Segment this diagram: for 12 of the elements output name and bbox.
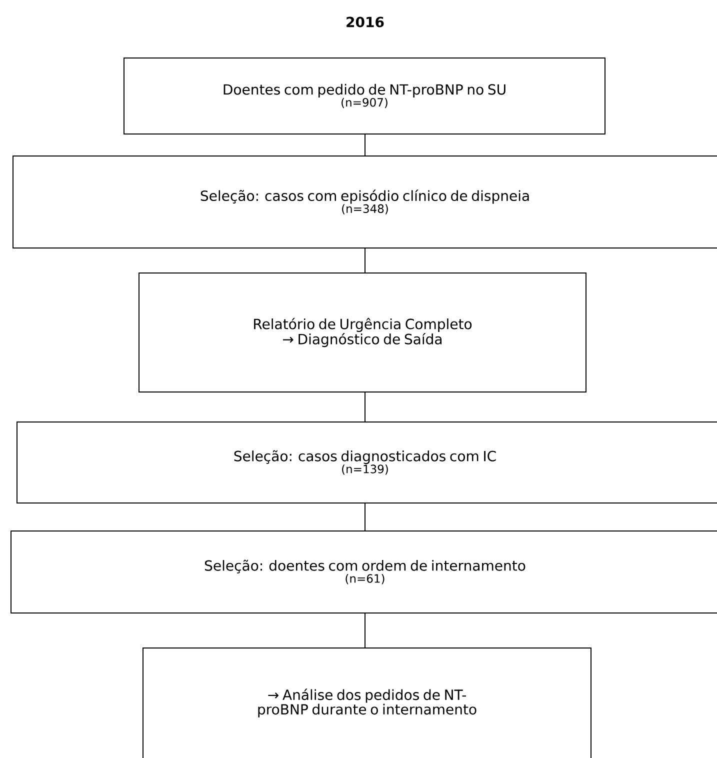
process-box: → Análise dos pedidos de NT-proBNP durante o internamento: [142, 648, 592, 758]
connector-line: [364, 248, 366, 273]
process-box: Seleção: casos com episódio clínico de dispneia (n=348): [12, 156, 717, 248]
process-box: Seleção: doentes com ordem de internamento (n=61): [10, 530, 717, 614]
process-box: Seleção: casos diagnosticados com IC (n=139): [16, 422, 717, 504]
process-box: Relatório de Urgência Completo → Diagnóstico de Saída: [138, 272, 586, 392]
connector-line: [364, 613, 366, 648]
connector-line: [364, 503, 366, 531]
connector-line: [364, 134, 366, 156]
connector-line: [364, 392, 366, 422]
title: 2016: [346, 16, 384, 28]
process-box: Doentes com pedido de NT-proBNP no SU (n=907): [124, 58, 606, 134]
